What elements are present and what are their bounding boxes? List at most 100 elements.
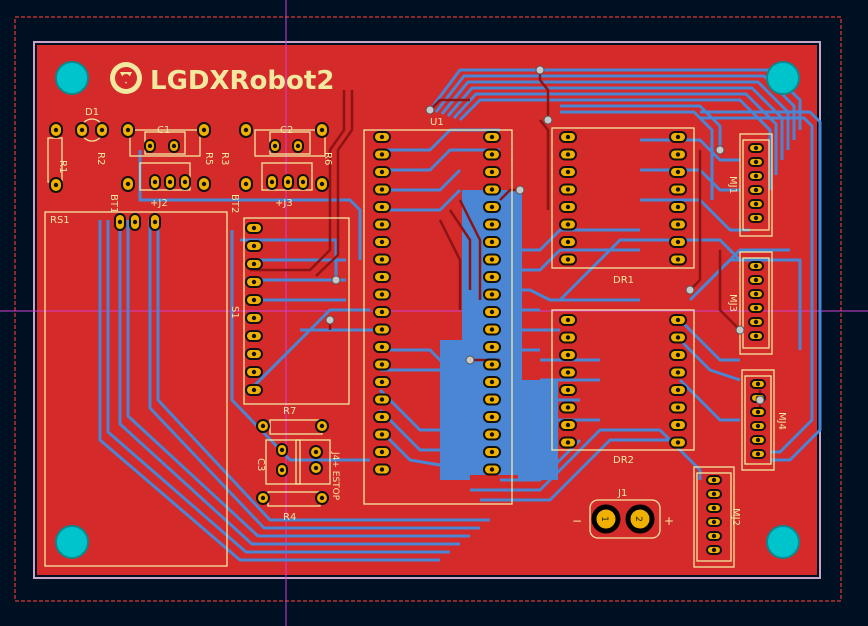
pad-drill xyxy=(272,143,278,149)
pad-drill xyxy=(753,277,759,283)
via xyxy=(425,105,435,115)
via xyxy=(755,395,765,405)
pad-drill xyxy=(753,201,759,207)
pad-drill xyxy=(313,465,319,471)
pad-drill xyxy=(565,370,571,375)
pad-drill xyxy=(379,449,385,455)
j1-terminals: 1 2 xyxy=(591,504,655,534)
pad-drill xyxy=(675,335,681,340)
pad-drill xyxy=(675,169,681,175)
pad-drill xyxy=(117,219,123,225)
pad-drill xyxy=(489,327,495,332)
ref-MJ1: MJ1 xyxy=(727,176,738,194)
pad-drill xyxy=(251,333,257,339)
pad-drill xyxy=(243,127,249,133)
pad-drill xyxy=(379,257,385,262)
pad-drill xyxy=(489,222,495,227)
pad-drill xyxy=(565,352,571,358)
pad-drill xyxy=(489,432,495,437)
pad-drill xyxy=(489,187,495,192)
pad-drill xyxy=(753,333,759,339)
pad-drill xyxy=(675,134,681,140)
pad-drill xyxy=(171,143,177,149)
pad-drill xyxy=(251,351,257,357)
pad-drill xyxy=(753,215,759,221)
pad-drill xyxy=(489,274,495,280)
ref-R6: R6 xyxy=(322,152,333,165)
pad-drill xyxy=(753,187,759,193)
ref-C1: C1 xyxy=(157,125,170,136)
pad-drill xyxy=(260,495,266,501)
via xyxy=(331,275,341,285)
ref-R5: R5 xyxy=(203,152,214,165)
pad-drill xyxy=(755,381,761,387)
j1-pin-2-label: 2 xyxy=(633,516,643,522)
pad-drill xyxy=(152,219,158,225)
pad-drill xyxy=(201,127,207,133)
board-title: LGDXRobot2 xyxy=(150,66,334,96)
ref-C2: C2 xyxy=(280,125,293,136)
pad-drill xyxy=(125,181,131,187)
pad-drill xyxy=(755,409,761,415)
pad-drill xyxy=(675,239,681,245)
pad-drill xyxy=(182,179,188,185)
pad-drill xyxy=(379,432,385,437)
pad-drill xyxy=(489,379,495,385)
pad-drill xyxy=(753,159,759,165)
pad-drill xyxy=(489,467,495,472)
pad-drill xyxy=(489,449,495,455)
pad-drill xyxy=(565,257,571,262)
pad-drill xyxy=(319,127,325,133)
pad-drill xyxy=(489,257,495,262)
pad-drill xyxy=(379,327,385,332)
ref-R1: R1 xyxy=(57,160,68,173)
pad-drill xyxy=(711,547,717,553)
pad-drill xyxy=(489,414,495,420)
component-pads xyxy=(49,122,766,555)
pad-drill xyxy=(279,447,285,453)
pad-drill xyxy=(379,204,385,210)
pad-drill xyxy=(489,292,495,297)
pad-drill xyxy=(489,309,495,315)
pad-drill xyxy=(755,451,761,457)
pad-drill xyxy=(711,519,717,525)
via xyxy=(535,65,545,75)
ref-DR2: DR2 xyxy=(613,455,634,466)
pad-drill xyxy=(755,437,761,443)
ref-BT2: BT2 xyxy=(229,194,240,213)
pad-drill xyxy=(53,127,59,133)
pad-drill xyxy=(489,239,495,245)
pad-drill xyxy=(313,449,319,455)
ref-MJ4: MJ4 xyxy=(776,412,787,430)
pad-drill xyxy=(753,173,759,179)
mounting-holes xyxy=(55,61,800,559)
pad-drill xyxy=(489,169,495,175)
board-courtyard xyxy=(14,16,842,602)
pad-drill xyxy=(675,387,681,393)
pad-drill xyxy=(319,495,325,501)
pad-drill xyxy=(489,397,495,402)
via xyxy=(735,325,745,335)
pad-drill xyxy=(755,423,761,429)
pad-drill xyxy=(379,187,385,192)
pad-drill xyxy=(379,274,385,280)
pad-drill xyxy=(379,169,385,175)
reference-designators: D1 R1 R2 C1 R5 +J2 BT1 R3 C2 R6 +J3 BT2 … xyxy=(50,107,787,528)
pad-drill xyxy=(379,292,385,297)
pad-drill xyxy=(565,405,571,410)
via xyxy=(685,285,695,295)
pad-drill xyxy=(243,181,249,187)
silkscreen-outlines xyxy=(44,118,775,568)
j1-pin-1-label: 1 xyxy=(599,516,609,522)
pad-drill xyxy=(201,181,207,187)
pad-drill xyxy=(565,134,571,140)
j1-minus: − xyxy=(572,514,582,528)
pad-drill xyxy=(489,362,495,367)
ref-U1: U1 xyxy=(430,117,444,128)
pad-drill xyxy=(251,387,257,393)
pad-drill xyxy=(379,344,385,350)
pad-drill xyxy=(711,533,717,539)
ref-MJ3: MJ3 xyxy=(727,294,738,312)
pad-drill xyxy=(379,134,385,140)
